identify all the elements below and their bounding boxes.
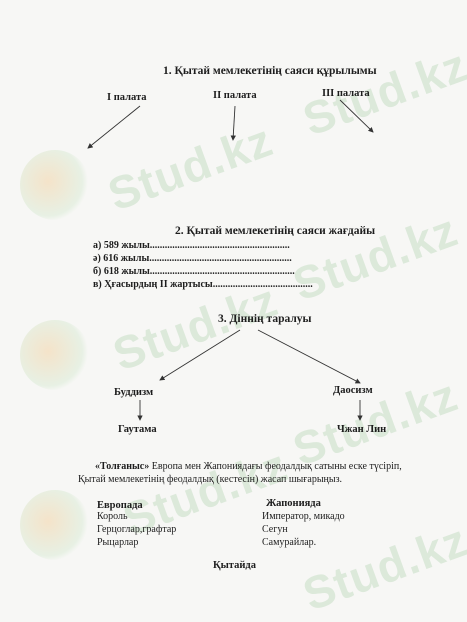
section2-title: 2. Қытай мемлекетінің саяси жағдайы [175, 225, 376, 237]
japan-row-2: Сегун [262, 524, 288, 535]
founder-zhang-ling: Чжан Лин [337, 424, 387, 435]
religion-buddhism: Буддизм [114, 387, 154, 398]
section1-title: 1. Қытай мемлекетінің саяси құрылымы [163, 65, 377, 77]
task-keyword: «Толғаныс» [95, 461, 150, 472]
religion-taoism: Даосизм [333, 385, 373, 396]
arrow-taoism [257, 329, 361, 384]
event-line-1: а) 589 жылы.............................… [93, 240, 290, 251]
task-line-2: Қытай мемлекетінің феодалдық (кестесін) … [78, 474, 343, 485]
europe-row-3: Рыцарлар [97, 537, 139, 548]
europe-row-1: Король [97, 511, 128, 522]
arrow-branch-1 [87, 105, 141, 149]
europe-row-2: Герцоглар,графтар [97, 524, 177, 535]
section3-title: 3. Діннің таралуы [218, 313, 312, 325]
japan-header: Жапонияда [266, 498, 321, 509]
branch-label-3: ІІІ палата [322, 88, 370, 99]
japan-row-3: Самурайлар. [262, 537, 317, 548]
event-line-4: в) Ҳғасырдың ІІ жартысы.................… [93, 279, 313, 290]
arrow-branch-2 [230, 105, 236, 141]
event-line-2: ә) 616 жылы.............................… [93, 253, 292, 264]
task-line-1: Европа мен Жапониядағы феодалдық сатыны … [149, 461, 402, 472]
arrow-buddhism [159, 329, 241, 381]
founder-gautama: Гаутама [118, 424, 157, 435]
europe-header: Европада [97, 500, 143, 511]
diagram-arrows [87, 99, 374, 421]
worksheet-page: Stud.kz Stud.kz Stud.kz Stud.kz Stud.kz … [20, 38, 467, 621]
japan-row-1: Император, микадо [262, 511, 345, 522]
watermark-bird-logo [20, 490, 90, 560]
task-paragraph: «Толғаныс» Европа мен Жапониядағы феодал… [95, 461, 455, 472]
china-header: Қытайда [213, 560, 256, 571]
watermark-bird-logo [20, 320, 90, 390]
branch-label-1: І палата [107, 92, 147, 103]
watermark-bird-logo [20, 150, 90, 220]
branch-label-2: ІІ палата [213, 90, 257, 101]
event-line-3: б) 618 жылы.............................… [93, 266, 295, 277]
arrow-branch-3 [339, 99, 374, 133]
